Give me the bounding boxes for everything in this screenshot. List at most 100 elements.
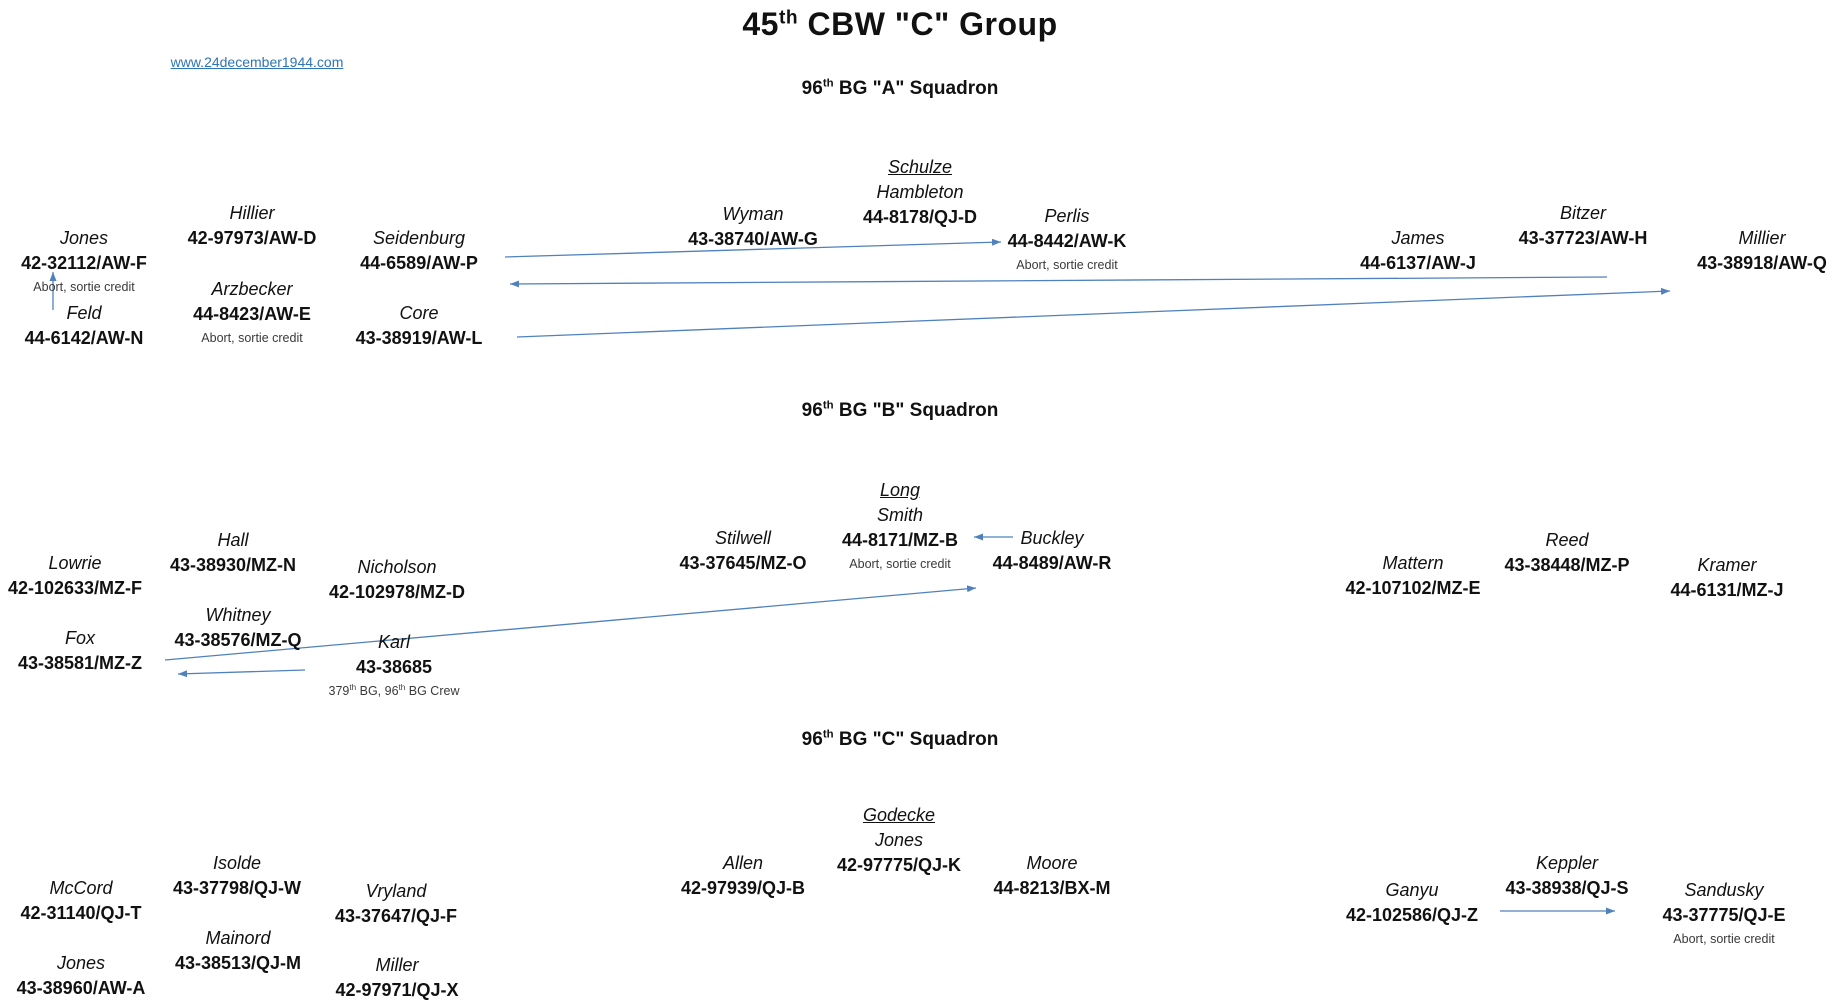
aircraft-serial: 43-38581/MZ-Z xyxy=(17,653,143,673)
pilot-name: Schulze xyxy=(887,157,953,177)
aircraft-serial: 43-38918/AW-Q xyxy=(1697,253,1827,273)
crew-note: Abort, sortie credit xyxy=(201,331,303,345)
aircraft-serial: 42-97775/QJ-K xyxy=(836,855,962,875)
pilot-name: Jones xyxy=(56,953,106,973)
squadron-label-superscript: th xyxy=(822,728,834,741)
aircraft-serial: 44-8171/MZ-B xyxy=(841,530,959,550)
squadron-c-label: 96th BG "C" Squadron xyxy=(802,729,999,751)
note-superscript: th xyxy=(398,682,406,692)
aircraft-serial: 43-37775/QJ-E xyxy=(1662,905,1786,925)
aircraft-serial: 43-38576/MZ-Q xyxy=(174,630,302,650)
crew-note: Abort, sortie credit xyxy=(33,280,135,294)
aircraft-serial: 42-102586/QJ-Z xyxy=(1345,905,1479,925)
pilot-name: Fox xyxy=(64,628,95,648)
pilot-name: Arzbecker xyxy=(211,279,293,299)
aircraft-serial: 43-38938/QJ-S xyxy=(1505,878,1629,898)
crew-a-james: James 44-6137/AW-J xyxy=(1360,226,1476,276)
crew-c-allen: Allen 42-97939/QJ-B xyxy=(681,851,805,901)
squadron-b-label: 96th BG "B" Squadron xyxy=(802,400,999,422)
pilot-name: Keppler xyxy=(1535,853,1599,873)
pilot-name: Wyman xyxy=(722,204,784,224)
squadron-label-superscript: th xyxy=(822,77,834,90)
pilot-name: Feld xyxy=(66,303,102,323)
crew-a-feld: Feld 44-6142/AW-N xyxy=(25,301,144,351)
crew-b-mattern: Mattern 42-107102/MZ-E xyxy=(1345,551,1480,601)
aircraft-serial: 44-6142/AW-N xyxy=(24,328,144,348)
crew-a-millier: Millier 43-38918/AW-Q xyxy=(1697,226,1827,276)
note-text: 379 xyxy=(328,684,350,698)
pilot-name: Sandusky xyxy=(1684,880,1764,900)
pilot-name: Buckley xyxy=(1020,528,1084,548)
pilot-name: Mainord xyxy=(205,928,271,948)
formation-arrow xyxy=(177,669,306,678)
pilot-name: Perlis xyxy=(1044,206,1090,226)
aircraft-serial: 44-8423/AW-E xyxy=(193,304,311,324)
crew-b-buckley: Buckley 44-8489/AW-R xyxy=(993,526,1112,576)
pilot-name: James xyxy=(1391,228,1445,248)
aircraft-serial: 43-38448/MZ-P xyxy=(1504,555,1630,575)
pilot-name: Kramer xyxy=(1697,555,1757,575)
squadron-a-label: 96th BG "A" Squadron xyxy=(802,78,999,100)
crew-c-vryland: Vryland 43-37647/QJ-F xyxy=(335,879,457,929)
pilot-name: Vryland xyxy=(365,881,427,901)
pilot-name: Millier xyxy=(1738,228,1786,248)
aircraft-serial: 44-6137/AW-J xyxy=(1360,253,1476,273)
squadron-label-superscript: th xyxy=(822,399,834,412)
pilot-name: Long xyxy=(879,480,921,500)
title-text: CBW "C" Group xyxy=(798,6,1058,42)
crew-note: Abort, sortie credit xyxy=(1016,258,1118,272)
pilot-name: Stilwell xyxy=(714,528,771,548)
aircraft-serial: 43-37647/QJ-F xyxy=(334,906,458,926)
formation-arrow xyxy=(516,287,1671,338)
title-superscript: th xyxy=(778,7,799,29)
crew-b-fox: Fox 43-38581/MZ-Z xyxy=(18,626,142,676)
pilot-name: Miller xyxy=(375,955,419,975)
pilot-name: Allen xyxy=(722,853,764,873)
formation-arrow xyxy=(509,276,1608,288)
note-text: BG Crew xyxy=(405,684,460,698)
crew-a-arzbecker: Arzbecker 44-8423/AW-E Abort, sortie credi… xyxy=(193,277,311,346)
aircraft-serial: 44-8442/AW-K xyxy=(1007,231,1127,251)
aircraft-serial: 42-102633/MZ-F xyxy=(7,578,143,598)
pilot-name: Jones xyxy=(59,228,109,248)
crew-note: 379th BG, 96th BG Crew xyxy=(329,683,460,699)
aircraft-serial: 42-97939/QJ-B xyxy=(680,878,806,898)
squadron-label-text: 96 xyxy=(801,400,823,421)
source-link-wrap: www.24december1944.com xyxy=(171,54,344,70)
aircraft-serial: 43-38919/AW-L xyxy=(355,328,483,348)
aircraft-serial: 42-107102/MZ-E xyxy=(1345,578,1481,598)
aircraft-serial: 44-8489/AW-R xyxy=(992,553,1112,573)
aircraft-serial: 43-38685 xyxy=(355,657,433,677)
pilot-name: Godecke xyxy=(862,805,936,825)
aircraft-serial: 43-37645/MZ-O xyxy=(679,553,807,573)
pilot-name: Hambleton xyxy=(876,182,964,202)
crew-c-sandusky: Sandusky 43-37775/QJ-E Abort, sortie credi… xyxy=(1662,878,1785,947)
page-title: 45th CBW "C" Group xyxy=(742,6,1057,43)
aircraft-serial: 44-8178/QJ-D xyxy=(862,207,978,227)
source-link[interactable]: www.24december1944.com xyxy=(170,54,344,70)
crew-note: Abort, sortie credit xyxy=(1673,932,1775,946)
note-superscript: th xyxy=(349,682,357,692)
pilot-name: Hall xyxy=(217,530,249,550)
pilot-name: Mattern xyxy=(1382,553,1444,573)
pilot-name: McCord xyxy=(49,878,113,898)
aircraft-serial: 44-6589/AW-P xyxy=(360,253,478,273)
pilot-name: Isolde xyxy=(212,853,262,873)
pilot-name: Whitney xyxy=(205,605,271,625)
